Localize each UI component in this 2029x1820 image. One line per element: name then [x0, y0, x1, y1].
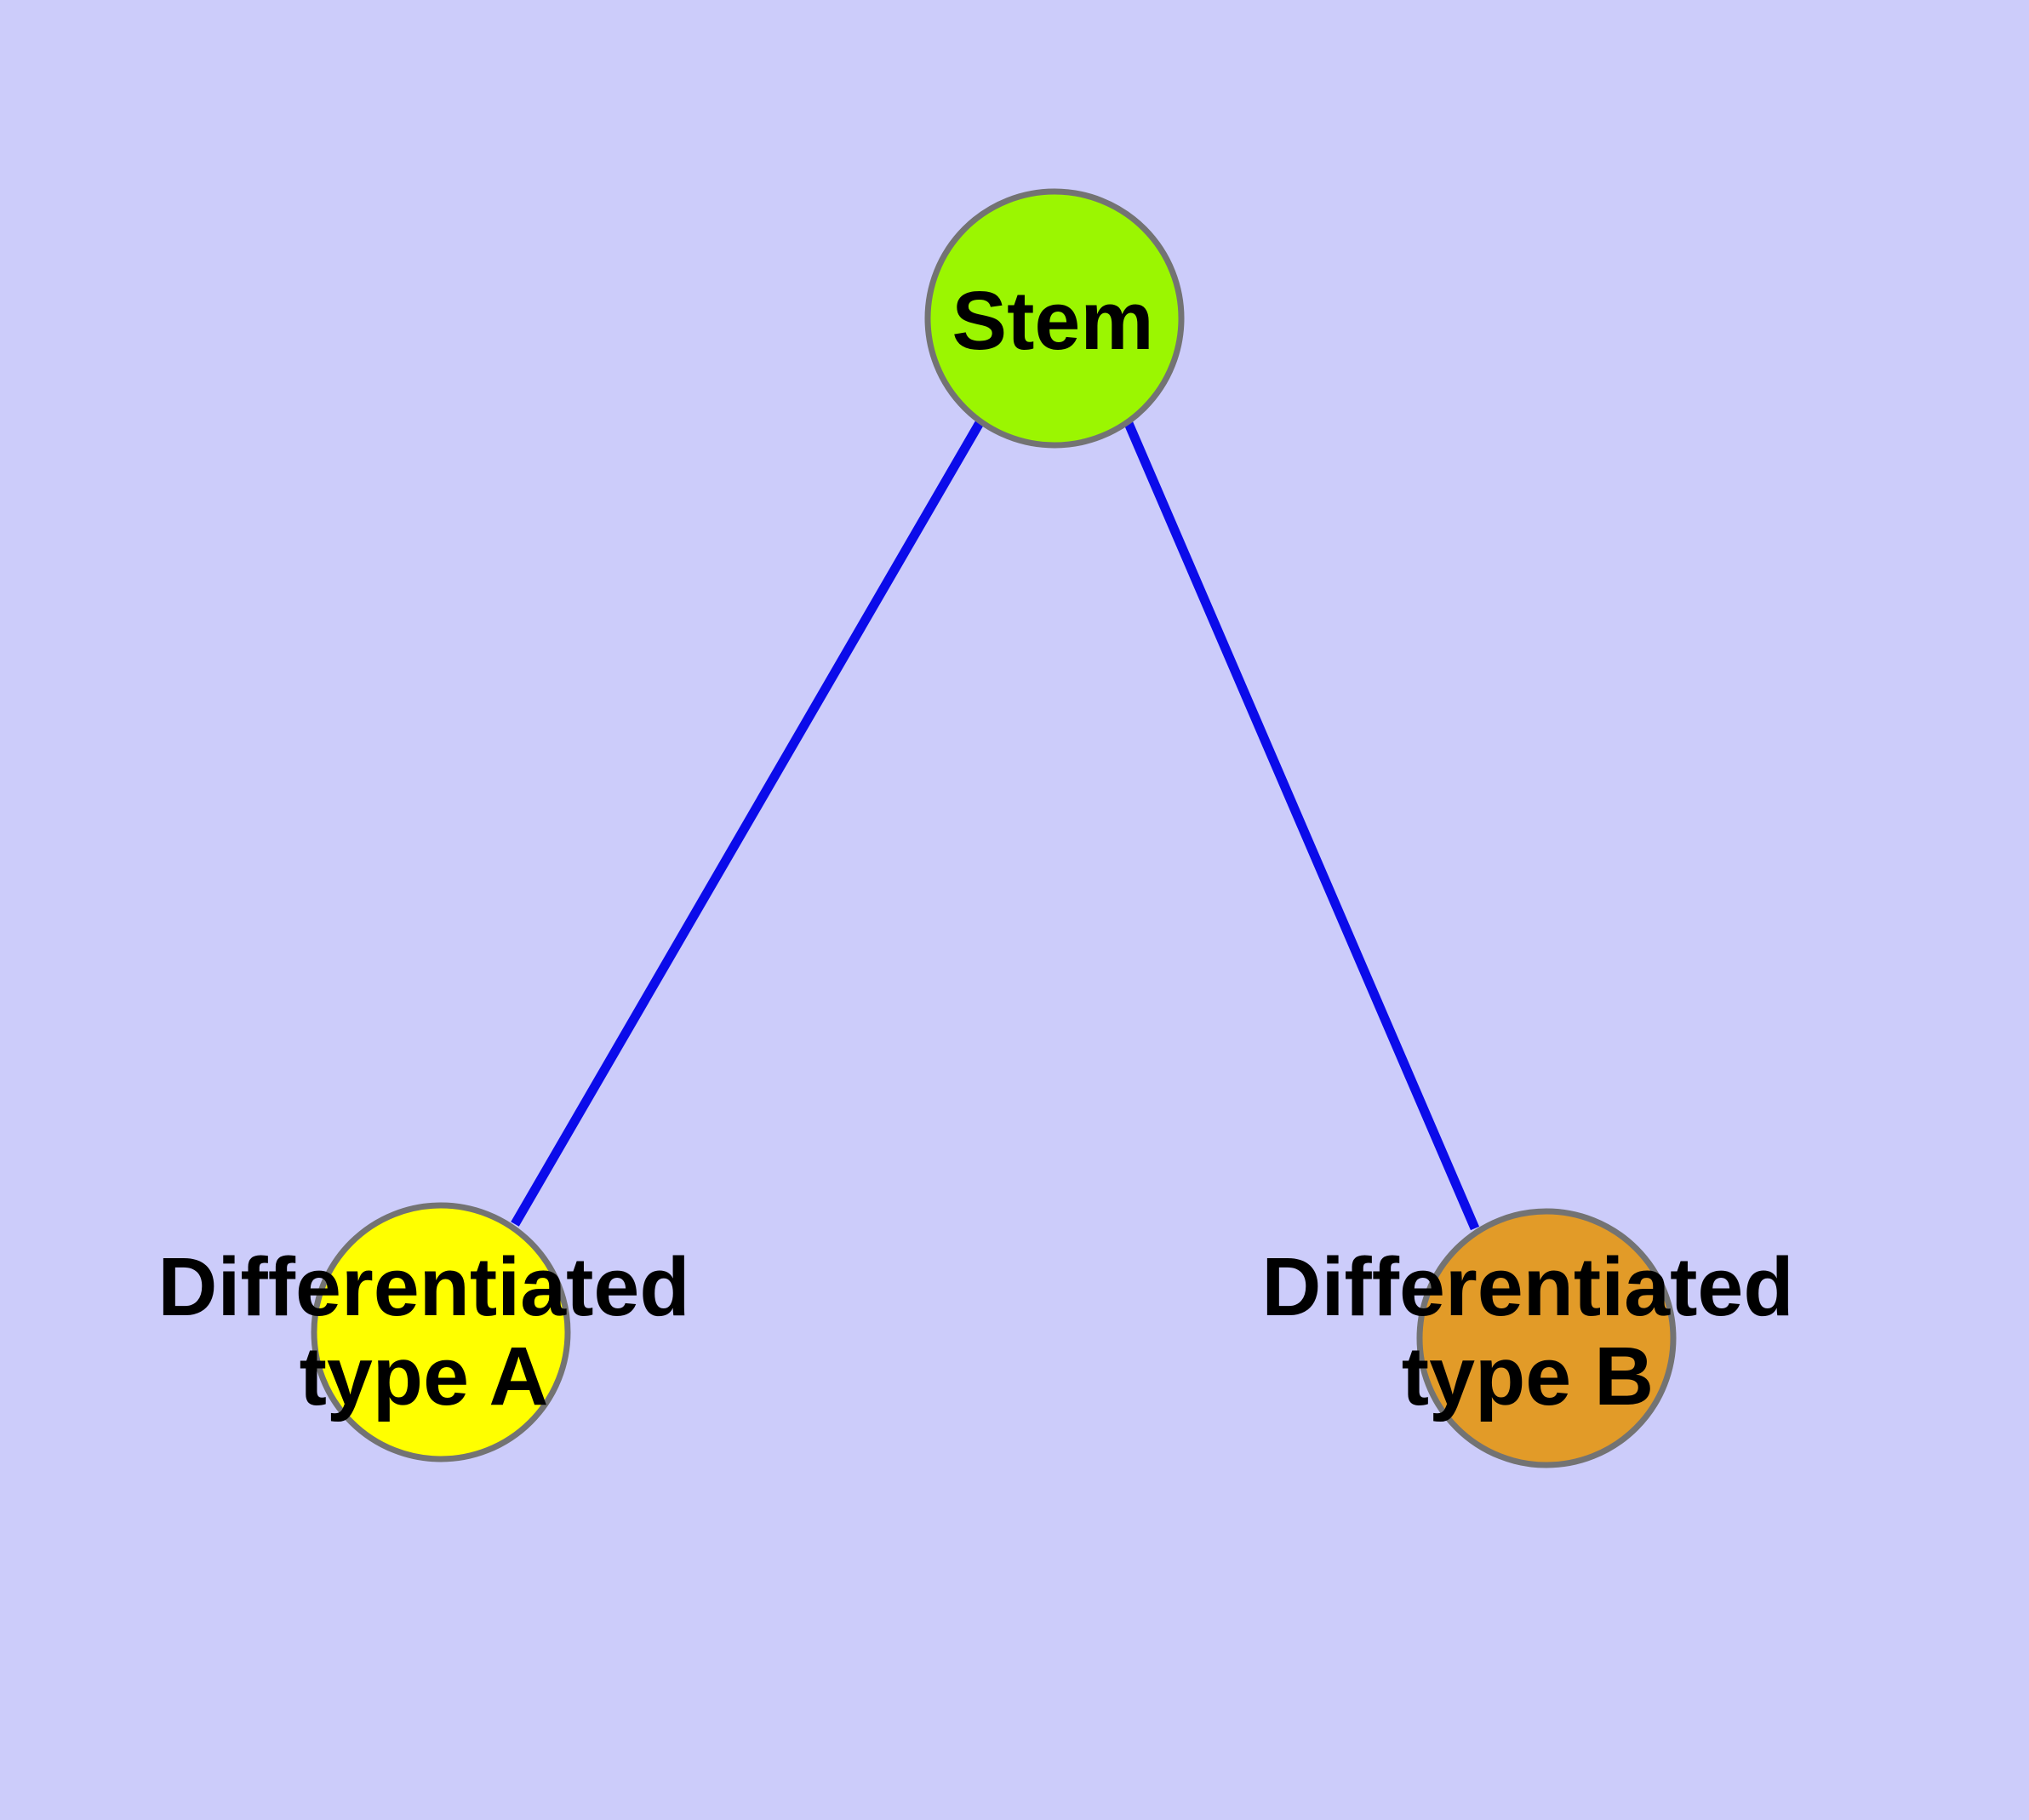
nodes-layer — [311, 188, 1677, 1468]
node-label-line: type A — [300, 1330, 549, 1422]
node-differentiated-type-a[interactable] — [311, 1202, 571, 1462]
edges-layer — [511, 419, 1480, 1231]
node-label-line: Stem — [952, 274, 1153, 367]
node-differentiated-type-b[interactable] — [1416, 1208, 1677, 1468]
edge-stem-to-differentiated-type-a[interactable] — [511, 419, 985, 1227]
node-label-line: Differentiated — [1261, 1240, 1793, 1333]
node-label-line: Differentiated — [157, 1240, 689, 1333]
node-label-stem: Stem — [952, 274, 1153, 367]
edge-stem-to-differentiated-type-b[interactable] — [1123, 419, 1480, 1231]
node-label-line: type B — [1402, 1330, 1654, 1422]
node-stem[interactable] — [924, 188, 1185, 449]
